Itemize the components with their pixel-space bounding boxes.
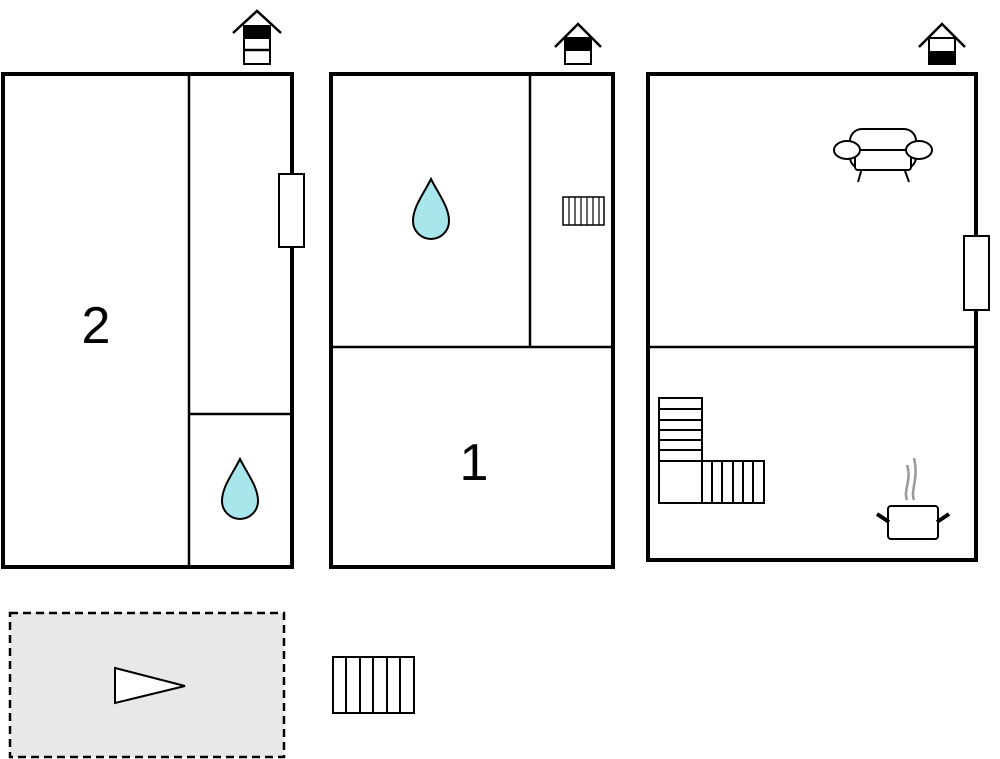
outer-wall: [646, 72, 978, 562]
outer-wall: [1, 72, 294, 569]
outer-wall: [329, 72, 615, 569]
terrace: [8, 611, 286, 759]
floor-label: 1: [460, 434, 489, 492]
floor-plan-ground: [646, 22, 990, 562]
water-drop-icon: [220, 456, 260, 520]
floor-label: 2: [82, 297, 111, 355]
house-north-icon: [554, 22, 602, 65]
sofa-icon: [833, 128, 933, 183]
window-icon: [963, 235, 990, 311]
water-drop-icon: [411, 176, 451, 240]
direction-arrow-icon: [114, 666, 186, 705]
cooking-pot-icon: [875, 457, 951, 540]
house-north-icon: [918, 22, 966, 65]
floor-plan-2: 2: [1, 9, 305, 569]
staircase-icon: [658, 397, 765, 504]
outdoor-staircase-icon: [332, 656, 415, 714]
house-north-icon: [232, 9, 282, 65]
floor-plan-1: 1: [329, 22, 615, 569]
window-icon: [278, 173, 305, 248]
radiator-icon: [562, 196, 605, 226]
